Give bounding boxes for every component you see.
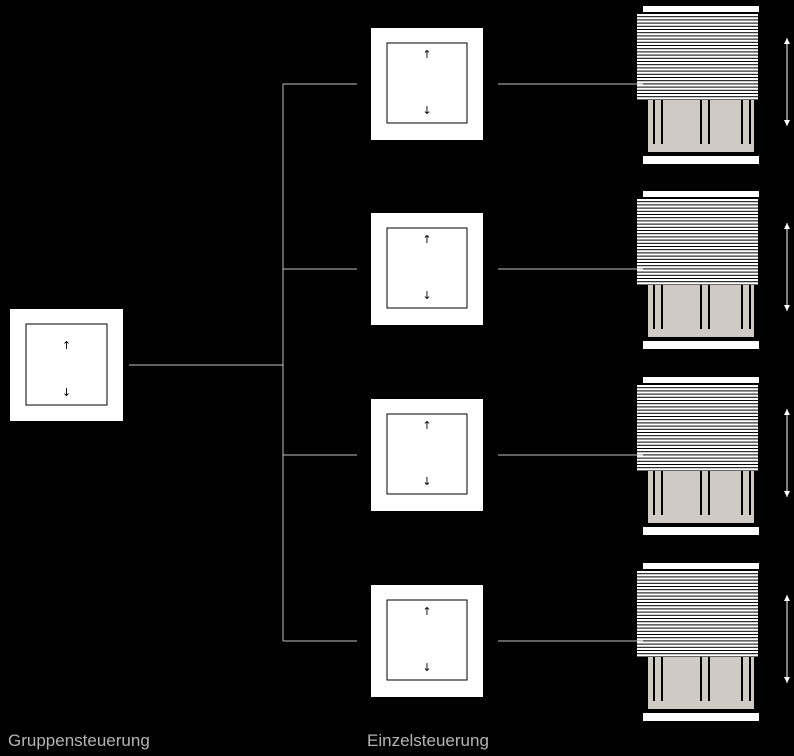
down-arrow-icon: ↓ [422,289,431,302]
double-arrow-icon [784,223,790,311]
double-arrow-icon [784,409,790,497]
down-arrow-icon: ↓ [422,104,431,117]
individual-switch-2: ↑ ↓ [371,213,483,325]
double-arrow-icon [784,38,790,126]
down-arrow-icon: ↓ [422,475,431,488]
group-control-label: Gruppensteuerung [8,731,150,750]
window-blind-icon [637,6,790,164]
window-blind-icon [637,563,790,721]
up-arrow-icon: ↑ [422,419,431,432]
group-switch: ↑ ↓ [10,309,123,421]
double-arrow-icon [784,595,790,683]
up-arrow-icon: ↑ [422,233,431,246]
individual-switch-4: ↑ ↓ [371,585,483,697]
individual-control-label: Einzelsteuerung [367,731,489,750]
up-arrow-icon: ↑ [62,339,71,352]
blinds-group [637,6,790,721]
individual-switch-3: ↑ ↓ [371,399,483,511]
down-arrow-icon: ↓ [62,386,71,399]
window-blind-icon [637,191,790,349]
up-arrow-icon: ↑ [422,605,431,618]
down-arrow-icon: ↓ [422,661,431,674]
individual-switch-1: ↑ ↓ [371,28,483,140]
up-arrow-icon: ↑ [422,48,431,61]
window-blind-icon [637,377,790,535]
connection-lines [129,83,643,642]
